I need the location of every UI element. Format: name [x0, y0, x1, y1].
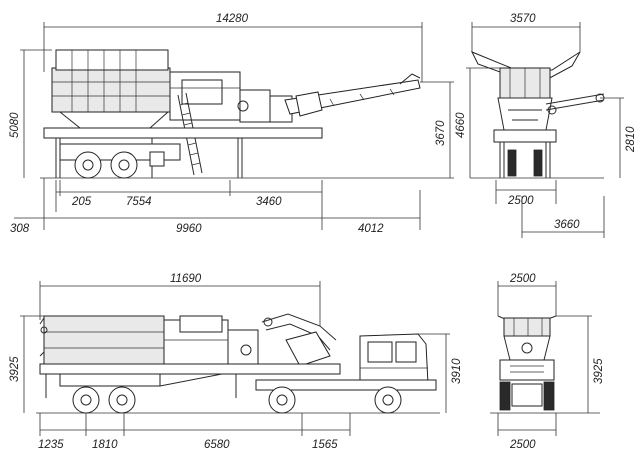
crusher-body: [51, 49, 171, 129]
dim-9960: 9960: [176, 223, 202, 235]
dim-total-length-top: 14280: [43, 13, 423, 82]
dim-3910: 3910: [451, 358, 463, 384]
dim-308: 308: [10, 223, 30, 235]
dim-7554: 7554: [126, 196, 152, 208]
trailer-wheels: [72, 386, 136, 414]
discharge-conveyor: [284, 73, 421, 117]
folded-conveyor: [261, 313, 337, 367]
trailer-chassis: [39, 363, 341, 398]
dim-14280: 14280: [216, 13, 249, 25]
feeder-unit: [169, 71, 293, 123]
dim-2500-c: 2500: [509, 439, 536, 451]
dim-4012: 4012: [358, 223, 384, 235]
dim-3925-a: 3925: [9, 356, 21, 382]
dim-3670: 3670: [435, 120, 447, 146]
dim-2500-b: 2500: [509, 273, 536, 285]
dim-4660: 4660: [455, 112, 467, 138]
wheels-top: [74, 151, 138, 179]
dim-end-top: 3570: [471, 13, 581, 52]
dim-bottom-3910: 3910: [418, 333, 463, 413]
dim-5080: 5080: [9, 112, 21, 138]
dim-end-4660: 4660: [455, 67, 500, 178]
crusher-body-transport: [39, 315, 165, 365]
dim-row-2: 308 9960 4012: [10, 178, 421, 235]
dim-1565: 1565: [312, 439, 338, 451]
dim-2810: 2810: [625, 126, 637, 153]
dim-height-3670: 3670: [330, 81, 454, 179]
dim-end-2500-top-transport: 2500: [497, 273, 557, 316]
side-view-working: [40, 49, 421, 179]
dim-1810: 1810: [92, 439, 118, 451]
dim-3660: 3660: [554, 219, 580, 231]
dim-205: 205: [71, 196, 92, 208]
dim-3460: 3460: [256, 196, 282, 208]
end-view-transport: [490, 315, 600, 414]
dim-row-1: 205 7554 3460: [55, 180, 323, 230]
dim-end-2500-bottom-transport: 2500: [497, 413, 557, 451]
dim-11690: 11690: [170, 273, 202, 285]
dim-end-3660: 3660: [521, 196, 605, 238]
feeder-unit-transport: [163, 315, 259, 365]
dim-end-2500-top: 2500: [495, 180, 557, 207]
dim-1235: 1235: [38, 439, 64, 451]
dim-total-length-bottom: 11690: [39, 273, 321, 326]
dim-3570: 3570: [510, 13, 536, 25]
side-view-transport: [36, 313, 440, 414]
dim-end-2810: 2810: [600, 97, 637, 178]
dim-end-3925-transport: 3925: [556, 315, 605, 413]
dim-3925-b: 3925: [593, 358, 605, 384]
dim-height-5080: 5080: [9, 49, 52, 178]
dim-bottom-3925: 3925: [9, 315, 44, 413]
dim-2500-a: 2500: [507, 195, 534, 207]
dim-6580: 6580: [204, 439, 230, 451]
end-view-working: [470, 51, 605, 179]
tractor-truck: [255, 333, 437, 414]
dim-bottom-row: 1235 1810 6580 1565: [38, 413, 351, 451]
